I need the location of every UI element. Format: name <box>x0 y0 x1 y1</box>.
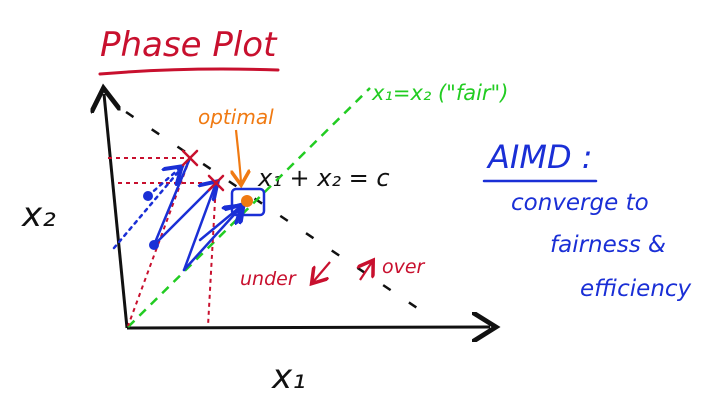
title-underline <box>98 67 280 76</box>
notes-line-1: converge to <box>511 190 649 216</box>
notes-line-2: fairness & <box>550 232 666 258</box>
y-axis <box>104 94 129 329</box>
notes-line-3: efficiency <box>580 276 692 302</box>
under-arrow <box>313 261 331 282</box>
notes-heading: AIMD : <box>486 138 593 176</box>
plot-title: Phase Plot <box>100 25 278 65</box>
fair-line <box>127 87 371 328</box>
optimal-point <box>241 195 253 207</box>
x-axis <box>126 327 490 328</box>
over-label: over <box>382 256 426 278</box>
under-label: under <box>240 268 297 290</box>
y-axis-label: x₂ <box>21 195 56 235</box>
efficiency-line-label: x₁ + x₂ = c <box>257 164 390 192</box>
fair-line-label: x₁=x₂ ("fair") <box>371 81 508 105</box>
over-arrow <box>360 262 372 281</box>
decrease-marks <box>181 149 225 192</box>
optimal-box <box>230 187 266 217</box>
start-point <box>143 191 153 201</box>
optimal-label: optimal <box>198 105 274 129</box>
x-axis-label: x₁ <box>271 357 306 397</box>
optimal-arrow <box>236 129 241 183</box>
trajectory-point <box>149 240 159 250</box>
